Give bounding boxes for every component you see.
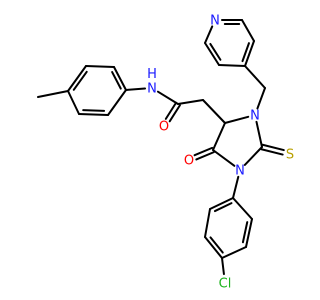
bond-c5-c4 — [212, 122, 226, 151]
bond-t5-t6 — [78, 113, 109, 116]
bond-a5-a6 — [245, 218, 253, 248]
bond-a1-a2-inner — [213, 202, 233, 213]
atom-label-pn: N — [210, 14, 220, 29]
atom-label-n1: N — [235, 164, 245, 179]
bond-ch2-c4 — [202, 99, 226, 124]
bond-ch3-t1 — [37, 90, 69, 98]
atom-label-o_amide: O — [159, 120, 169, 135]
bond-t4-n_amide — [125, 87, 147, 91]
bond-c5-o5-b — [195, 151, 215, 161]
bond-p5-p6-inner — [209, 42, 222, 61]
bond-a2-a3 — [204, 208, 211, 238]
bond-a3-a4 — [204, 236, 223, 259]
bond-t1-t2-inner — [72, 70, 88, 91]
atom-label-n3: N — [250, 109, 260, 124]
bond-n1-c5 — [212, 149, 236, 167]
bond-c5-o5-a — [193, 146, 214, 157]
bond-t3-t4-inner — [111, 71, 122, 90]
bond-t1-t2 — [67, 65, 87, 92]
bond-n_amide-c_amide — [156, 90, 179, 105]
bond-c_amide-o_amide-b — [168, 104, 181, 123]
bond-ch2b-p1 — [244, 65, 266, 89]
bond-pn-p5 — [204, 25, 214, 44]
bond-a4-a5 — [221, 246, 247, 259]
bond-c2-n1 — [243, 146, 263, 166]
bond-a3-a4-inner — [209, 236, 224, 254]
atom-label-s: S — [286, 148, 294, 163]
bond-n1-a1 — [232, 175, 240, 199]
bond-p1-p2 — [244, 40, 255, 67]
bond-t6-t1 — [67, 90, 80, 115]
bond-c4-n3 — [224, 115, 250, 124]
bond-t5-t6-inner — [82, 109, 106, 112]
atom-label-cl: Cl — [219, 277, 232, 292]
bond-c_amide-ch2 — [177, 99, 204, 105]
bond-n3-ch2b — [256, 87, 266, 110]
bond-t4-t5 — [107, 89, 127, 116]
bond-p6-p1 — [218, 64, 246, 67]
bond-a5-a6-inner — [241, 221, 249, 244]
atom-hydrogen-n_amide: H — [147, 67, 157, 82]
bond-p5-p6 — [204, 42, 220, 66]
bond-n3-c2 — [255, 120, 263, 148]
atom-label-n_amide: N — [147, 82, 157, 97]
bond-c2-s-a — [260, 148, 284, 156]
bond-t3-t4 — [113, 66, 127, 91]
bond-p1-p2-inner — [241, 42, 250, 63]
bond-a1-a2 — [209, 197, 234, 210]
bond-t2-t3 — [85, 65, 115, 68]
bond-a6-a1 — [232, 197, 253, 220]
bond-c2-s-b — [261, 143, 285, 152]
bond-a4-cl — [221, 257, 225, 276]
bond-layer — [37, 19, 285, 276]
atom-label-o5: O — [184, 154, 194, 169]
bond-c_amide-o_amide-a — [164, 101, 178, 120]
bond-p2-p3 — [241, 19, 255, 42]
